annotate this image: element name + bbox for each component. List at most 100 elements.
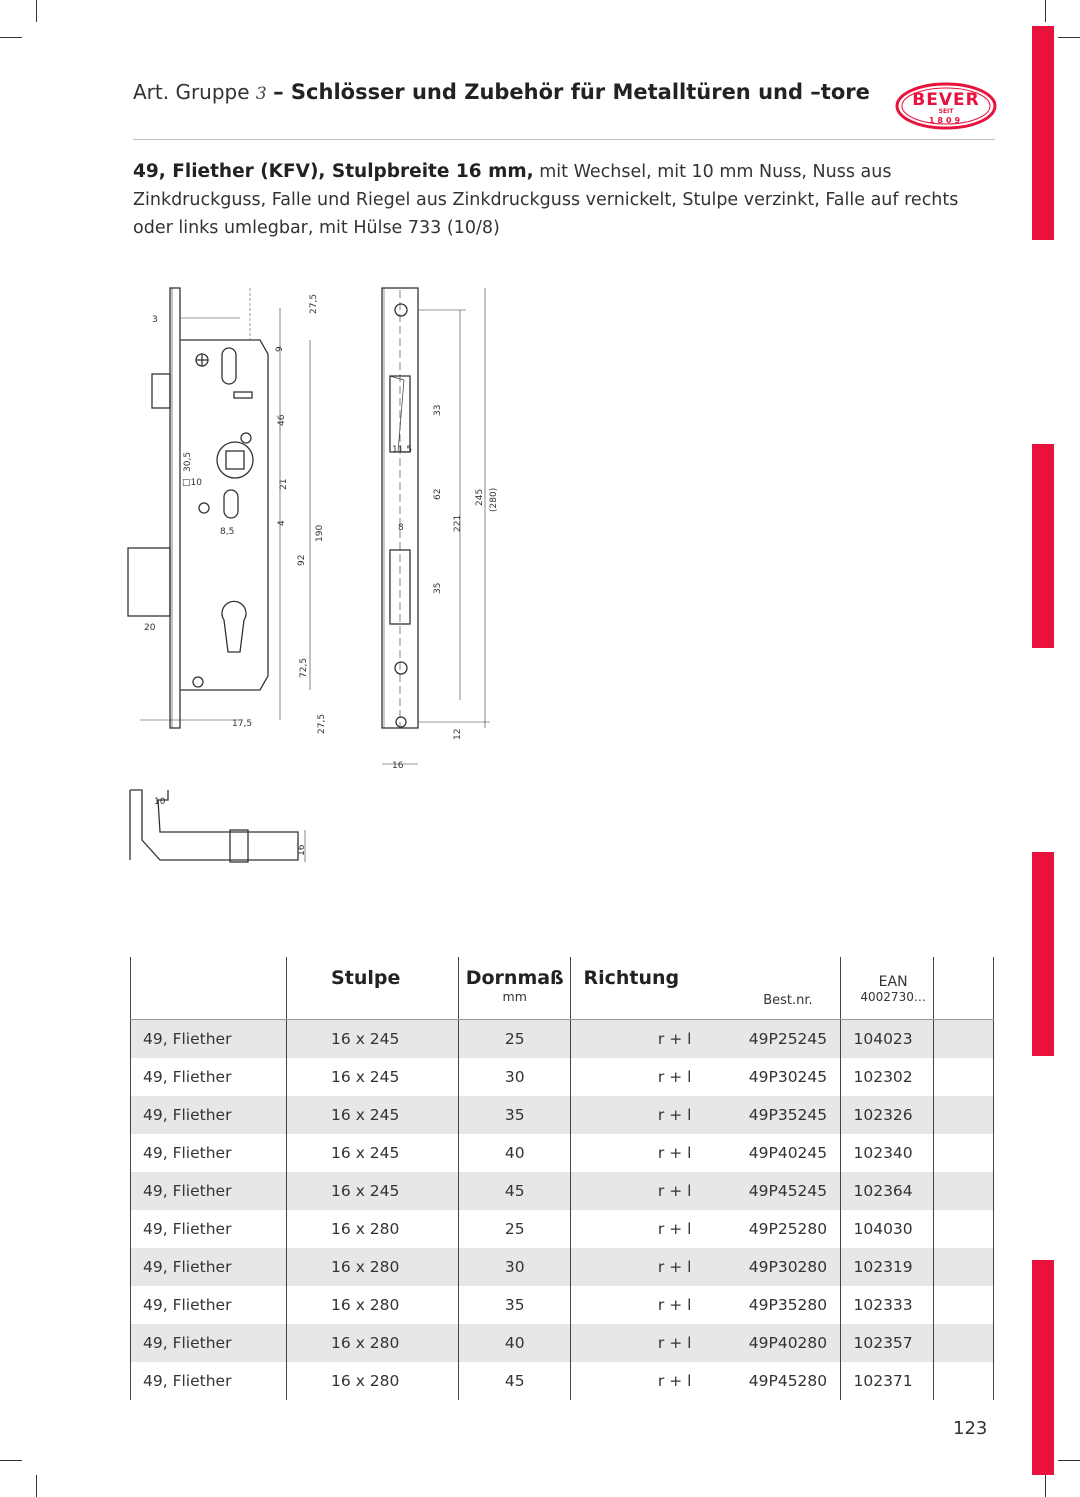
cell-name: 49, Fliether	[129, 1172, 287, 1210]
group-label: Art. Gruppe	[133, 80, 250, 104]
dim-label: 8	[398, 523, 404, 533]
cell-bestnr: 49P25245	[735, 1019, 841, 1058]
dim-label: 9	[275, 346, 285, 352]
dim-label: 4	[277, 520, 287, 526]
cell-bestnr: 49P35245	[735, 1096, 841, 1134]
crop-mark	[0, 37, 22, 38]
logo-text: BEVER	[912, 90, 979, 110]
cell-name: 49, Fliether	[129, 1248, 287, 1286]
cell-bestnr: 49P30280	[735, 1248, 841, 1286]
cell-dornmass: 35	[457, 1286, 571, 1324]
cell-name: 49, Fliether	[129, 1324, 287, 1362]
header-ean: EAN 4002730…	[840, 957, 934, 1020]
cell-name: 49, Fliether	[129, 1210, 287, 1248]
cell-richtung: r + l	[570, 1362, 736, 1400]
cell-richtung: r + l	[570, 1324, 736, 1362]
cell-richtung: r + l	[570, 1210, 736, 1248]
cell-dornmass: 25	[457, 1210, 571, 1248]
cell-bestnr: 49P40245	[748, 1144, 828, 1162]
header-dornmass: Dornmaß mm	[457, 957, 571, 1020]
cell-stulpe: 16 x 245	[286, 1096, 459, 1134]
lock-side-view	[127, 287, 311, 729]
header-bestnr: Best.nr.	[735, 957, 841, 1020]
cell-dornmass: 30	[457, 1248, 571, 1286]
dim-label: 3	[152, 315, 158, 325]
crop-mark	[0, 1460, 22, 1461]
logo-seit: SEIT	[939, 108, 955, 115]
dim-label: □10	[182, 478, 202, 488]
cell-extra	[932, 1058, 995, 1096]
cell-extra	[932, 1172, 995, 1210]
cell-extra	[932, 1286, 995, 1324]
dim-label: 62	[433, 489, 443, 500]
cell-stulpe: 16 x 280	[286, 1286, 459, 1324]
cell-dornmass: 40	[457, 1134, 571, 1172]
product-title: 49, Fliether (KFV), Stulpbreite 16 mm,	[133, 161, 534, 182]
dim-label: 35	[433, 583, 443, 594]
cell-richtung: r + l	[570, 1134, 736, 1172]
cell-name: 49, Fliether	[129, 1096, 287, 1134]
cell-dornmass: 30	[457, 1058, 571, 1096]
cell-name: 49, Fliether	[129, 1362, 287, 1400]
cell-stulpe: 16 x 245	[286, 1019, 459, 1058]
product-text: mit Wechsel, mit 10 mm Nuss, Nuss aus Zi…	[133, 162, 959, 238]
cell-extra	[932, 1248, 995, 1286]
header-bestnr-label: Best.nr.	[763, 993, 813, 1008]
cell-dornmass: 25	[457, 1019, 571, 1058]
cell-name: 49, Fliether	[129, 1134, 287, 1172]
crop-mark	[1058, 37, 1080, 38]
cell-dornmass: 45	[457, 1362, 571, 1400]
cell-ean: 102319	[840, 1248, 934, 1286]
cell-extra	[932, 1210, 995, 1248]
cell-bestnr: 49P40280	[735, 1324, 841, 1362]
dim-label: 8,5	[220, 527, 234, 537]
header-richtung-label: Richtung	[583, 967, 680, 989]
lock-front-view	[381, 287, 490, 765]
header-divider	[133, 139, 995, 140]
dim-label: (280)	[489, 488, 499, 512]
cell-stulpe: 16 x 245	[286, 1058, 459, 1096]
cell-ean: 102326	[840, 1096, 934, 1134]
crop-mark	[1045, 0, 1046, 22]
crop-mark	[1045, 1475, 1046, 1497]
cell-stulpe: 16 x 245	[286, 1134, 459, 1172]
page-title: – Schlösser und Zubehör für Metalltüren …	[273, 80, 870, 104]
cell-richtung: r + l	[570, 1248, 736, 1286]
header-richtung: Richtung	[570, 957, 736, 1020]
dim-label: 16	[297, 844, 307, 856]
cell-richtung: r + l	[570, 1172, 736, 1210]
page-header: Art. Gruppe 3 – Schlösser und Zubehör fü…	[133, 80, 993, 116]
dim-label: 27,5	[317, 714, 327, 734]
group-number: 3	[255, 84, 267, 104]
page-number: 123	[953, 1418, 988, 1439]
cell-name: 49, Fliether	[129, 1286, 287, 1324]
header-stulpe: Stulpe	[286, 957, 459, 1020]
cell-richtung: r + l	[570, 1019, 736, 1058]
crop-mark	[1058, 1460, 1080, 1461]
cell-bestnr: 49P45245	[735, 1172, 841, 1210]
dim-label: 245	[475, 489, 485, 506]
cell-richtung: r + l	[570, 1058, 736, 1096]
dim-label: 92	[297, 555, 307, 566]
dim-label: 21	[279, 479, 289, 490]
dim-label: 33	[433, 405, 443, 416]
cell-extra	[932, 1134, 995, 1172]
cell-stulpe: 16 x 280	[286, 1210, 459, 1248]
technical-drawings: 3 27,5 9 46 30,5 □10 21 4 8,5 190 92 20 …	[120, 280, 520, 880]
header-ean-label: EAN	[878, 974, 908, 990]
register-tab	[1032, 1260, 1054, 1475]
dim-label: 46	[277, 414, 287, 426]
cell-bestnr: 49P45280	[748, 1372, 828, 1390]
cell-richtung: r + l	[570, 1096, 736, 1134]
dim-label: 17,5	[232, 719, 252, 729]
dim-label: 72,5	[299, 658, 309, 678]
cell-ean: 102357	[840, 1324, 934, 1362]
register-tab	[1032, 852, 1054, 1056]
